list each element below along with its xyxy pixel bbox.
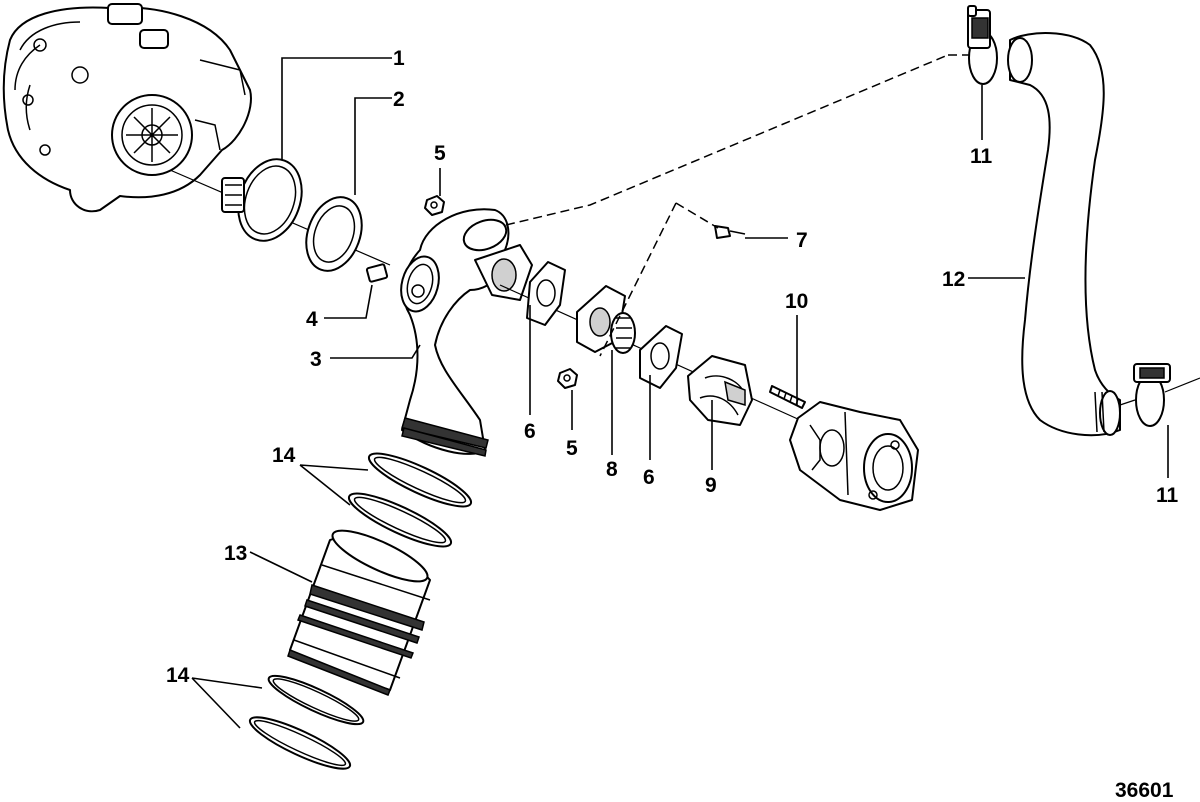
plug xyxy=(365,263,389,283)
callout-11-upper: 11 xyxy=(970,145,993,168)
pump-housing xyxy=(789,401,919,511)
turbo-gasket xyxy=(305,196,363,272)
ring-14-lower-a xyxy=(267,674,365,726)
bellows-coupling xyxy=(287,529,431,696)
exhaust-elbow xyxy=(400,208,533,457)
callout-6-right: 6 xyxy=(643,466,655,489)
callout-2: 2 xyxy=(393,88,405,111)
leader-lines xyxy=(191,57,1169,729)
nut-upper xyxy=(424,195,445,216)
callout-6-left: 6 xyxy=(524,420,536,443)
callout-14-lower: 14 xyxy=(166,664,190,687)
turbocharger xyxy=(2,3,252,213)
elbow-fitting xyxy=(687,355,753,426)
callout-13: 13 xyxy=(224,542,247,565)
v-band-clamp xyxy=(221,158,303,242)
hose xyxy=(1007,32,1121,437)
gasket-6b xyxy=(639,325,683,389)
hose-clamp-lower xyxy=(1133,363,1171,427)
ring-14-upper-a xyxy=(367,452,473,508)
nut-lower xyxy=(557,368,578,389)
callout-8: 8 xyxy=(606,458,618,481)
callout-5-lower: 5 xyxy=(566,437,578,460)
callout-5-upper: 5 xyxy=(434,142,446,165)
figure-number: 36601 xyxy=(1115,779,1174,802)
bolt xyxy=(714,225,746,239)
callout-9: 9 xyxy=(705,474,717,497)
gasket-6a xyxy=(526,261,566,326)
callout-11-lower: 11 xyxy=(1156,484,1179,507)
hose-clamp-upper xyxy=(967,5,998,85)
callout-3: 3 xyxy=(310,348,322,371)
callout-7: 7 xyxy=(796,229,808,252)
ring-14-lower-b xyxy=(248,716,352,770)
callout-14-upper: 14 xyxy=(272,444,296,467)
callout-12: 12 xyxy=(942,268,965,291)
callout-10: 10 xyxy=(785,290,808,313)
stud xyxy=(769,385,806,409)
ring-14-upper-b xyxy=(347,492,453,548)
callout-1: 1 xyxy=(393,47,405,70)
callout-4: 4 xyxy=(306,308,318,331)
